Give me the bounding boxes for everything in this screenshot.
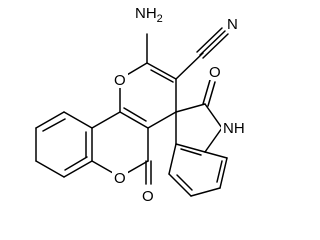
bond-c2-c3-inner [150, 69, 174, 83]
oxindole-nh-label: NH [223, 120, 245, 137]
nitrile-n-label: N [227, 16, 238, 33]
bond-c4a-c10b [119, 111, 149, 129]
bond-c3aprime-c4prime [168, 143, 177, 175]
bond-c5prime-c6prime [190, 187, 221, 197]
structure-canvas: NH2 N O O O O NH [35, 2, 247, 205]
bond-c3-cn [175, 52, 204, 80]
bond-c6prime-c7prime [219, 157, 228, 189]
lactone-carbonyl-oxygen-label: O [142, 188, 154, 205]
bond-cn-triple-c [202, 33, 229, 59]
bond-spiro-c4a [147, 111, 177, 129]
bond-c10a-c10 [63, 111, 93, 129]
bond-oxbenz-inner-1 [176, 174, 193, 191]
bond-c7prime-c7aprime [204, 151, 228, 159]
bond-c2prime-n1prime [204, 103, 223, 129]
molecule-structure: NH2 N O O O O NH [35, 2, 247, 205]
bond-c2-c3 [146, 62, 177, 80]
bond-c2prime-o-a [202, 79, 211, 105]
bond-c2prime-o-b [207, 81, 216, 107]
bond-c10a-c10b [91, 111, 121, 129]
bond-c4a-c10b-inner [123, 107, 147, 122]
amine-label: NH2 [135, 5, 163, 25]
bond-c3aprime-c7aprime [175, 143, 206, 153]
bond-cn-triple-b [199, 30, 226, 56]
oxindole-carbonyl-oxygen-label: O [209, 64, 221, 81]
bond-c10-c9 [35, 111, 65, 129]
atom-labels: NH2 N O O O O NH [112, 2, 247, 205]
bond-c8-c7 [35, 160, 65, 178]
bond-benzo-inner-1 [42, 118, 66, 132]
bond-benzo-inner-2 [64, 156, 88, 171]
bond-oxbenz-inner-2 [216, 160, 223, 183]
bond-n1prime-c7aprime [204, 127, 223, 153]
bond-c4prime-c5prime [168, 173, 192, 197]
lactone-ring-oxygen-label: O [114, 170, 126, 187]
bond-lines [35, 27, 229, 197]
bond-cn-triple-a [196, 27, 223, 53]
pyran-oxygen-label: O [114, 72, 126, 89]
bond-oxbenz-inner-3 [180, 148, 202, 156]
bond-spiro-c2prime [175, 103, 206, 113]
bond-c7-c6a [63, 160, 93, 178]
